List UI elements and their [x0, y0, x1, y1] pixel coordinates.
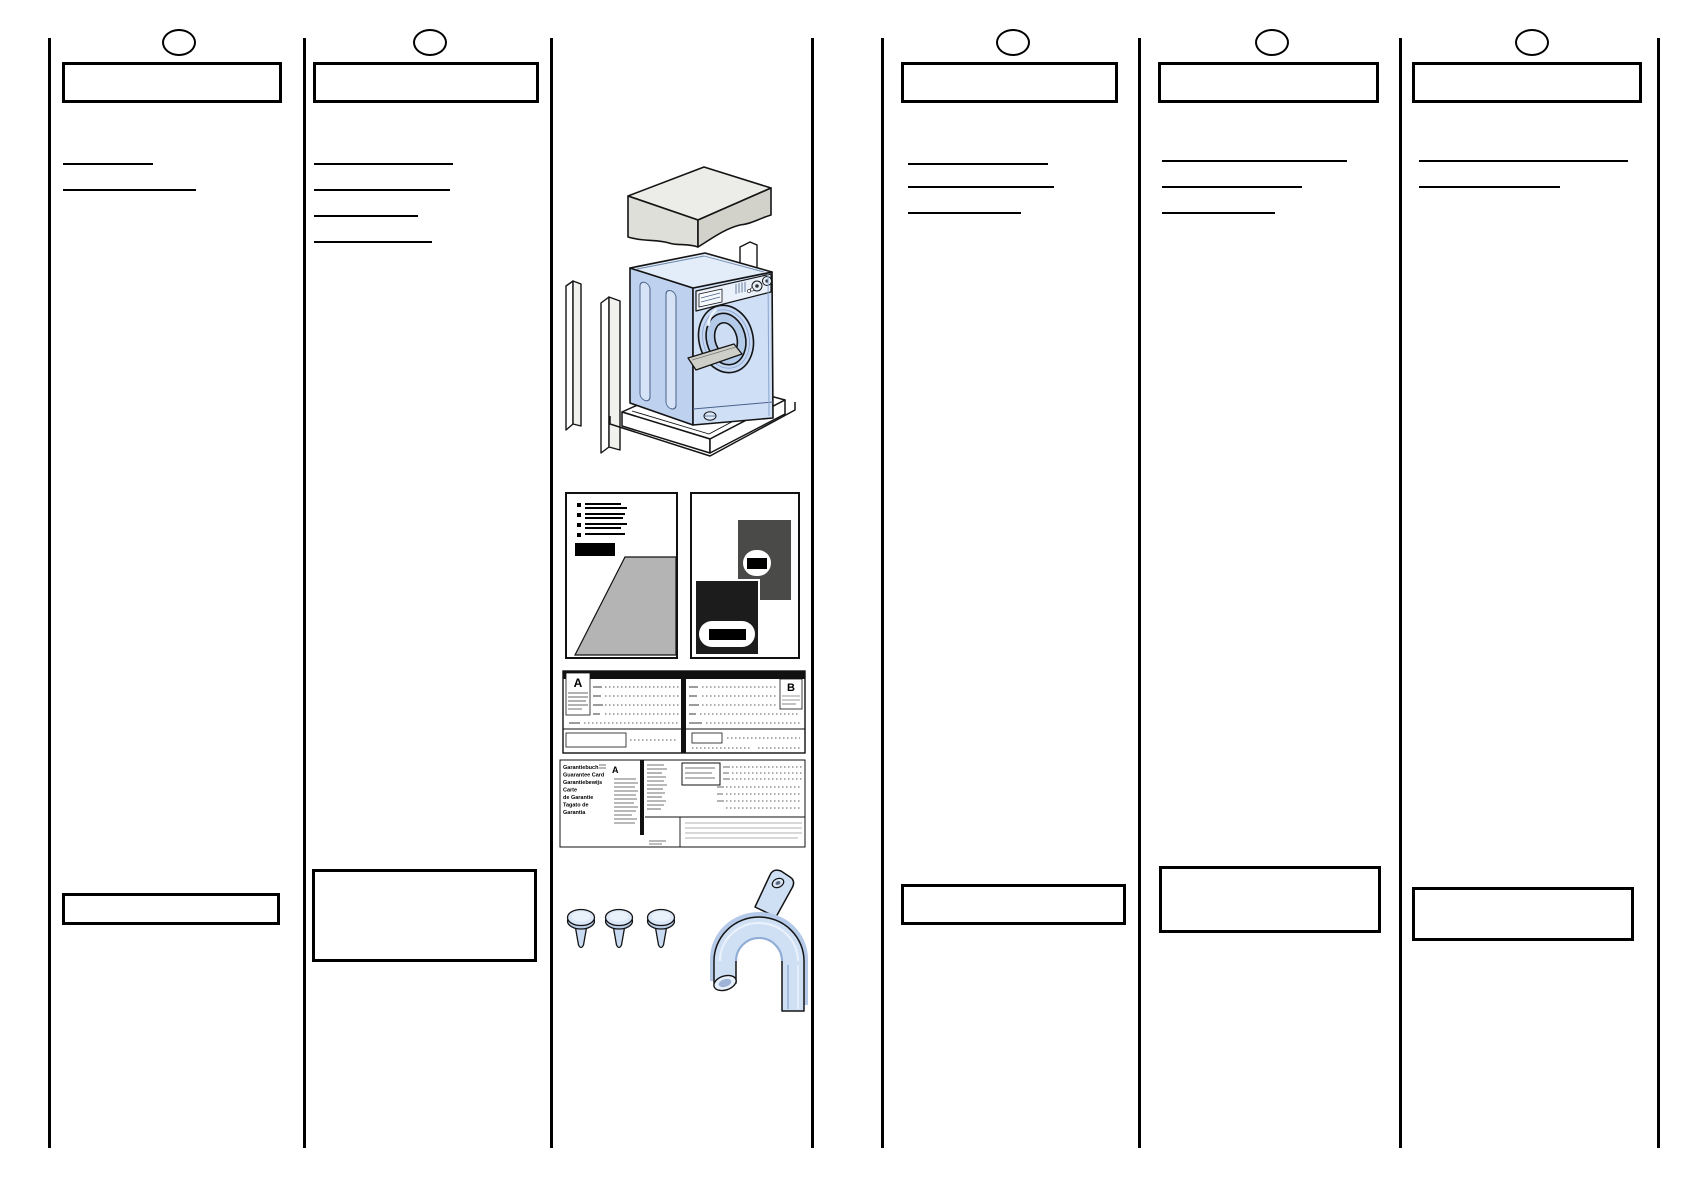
section-title-box	[62, 62, 282, 103]
note-box	[62, 893, 280, 925]
door-flap	[687, 343, 743, 371]
svg-text:Carte: Carte	[563, 788, 577, 794]
svg-text:Guarantee Card: Guarantee Card	[563, 773, 604, 779]
section-title-box	[1412, 62, 1642, 103]
booklet-label-pill	[699, 621, 755, 647]
washing-machine-packaging-svg	[565, 166, 796, 457]
column-divider	[303, 38, 306, 1148]
stripped-text-underline	[1419, 186, 1560, 188]
svg-text:Tagato de: Tagato de	[563, 803, 589, 809]
stripped-text-underline	[908, 163, 1048, 165]
stripped-text-underline	[1162, 212, 1275, 214]
accessory-parts-illustration	[552, 855, 813, 1020]
certificate-lower: Garantiebuch Guarantee Card Garantiebewi…	[559, 759, 806, 848]
certificate-upper: A B	[562, 670, 806, 754]
leaflet-black-label	[575, 543, 615, 556]
svg-text:de Garantie: de Garantie	[563, 795, 593, 801]
stripped-text-underline	[63, 189, 196, 191]
accessory-parts-svg	[566, 869, 808, 1012]
guarantee-form-svg: A B	[559, 670, 806, 848]
svg-text:Garantiebewijs: Garantiebewijs	[563, 780, 602, 786]
stripped-text-underline	[314, 241, 432, 243]
note-box	[312, 869, 537, 962]
section-title-box	[1158, 62, 1379, 103]
column-divider	[881, 38, 884, 1148]
form-section-a: A	[574, 676, 583, 690]
page-marker-oval	[413, 29, 447, 56]
stripped-text-underline	[63, 163, 153, 165]
svg-text:Garantia: Garantia	[563, 810, 586, 816]
note-box	[1412, 887, 1634, 941]
washing-machine	[629, 252, 774, 426]
warranty-booklets-box	[690, 492, 800, 659]
column-divider	[1138, 38, 1141, 1148]
form-section-b: B	[787, 682, 795, 694]
stripped-text-underline	[908, 186, 1054, 188]
stripped-text-underline	[314, 189, 450, 191]
washing-machine-packaging-illustration	[552, 150, 813, 460]
page-left-border	[48, 38, 51, 1148]
booklet-label-pill	[743, 550, 771, 576]
stripped-text-underline	[314, 215, 418, 217]
stripped-text-underline	[1162, 186, 1302, 188]
instruction-leaflet-box	[565, 492, 678, 659]
cap	[604, 908, 634, 949]
column-divider	[811, 38, 814, 1148]
stripped-text-underline	[1419, 160, 1628, 162]
stripped-text-underline	[314, 163, 453, 165]
guarantee-form-illustration: A B	[552, 665, 813, 855]
cap	[566, 908, 596, 949]
page-marker-oval	[162, 29, 196, 56]
corner-posts	[565, 280, 621, 454]
transit-hole-caps	[566, 908, 676, 949]
packaging-lid	[627, 166, 772, 248]
dark-gray-booklet	[738, 520, 791, 600]
section-title-box	[901, 62, 1118, 103]
leaflet-gray-sheet	[574, 556, 676, 656]
control-panel	[695, 273, 772, 312]
svg-text:Garantiebuch: Garantiebuch	[563, 765, 599, 771]
page-marker-oval	[1255, 29, 1289, 56]
black-booklet	[694, 579, 760, 656]
guarantee-titles: Garantiebuch Guarantee Card Garantiebewi…	[563, 765, 604, 816]
card-section-a: A	[612, 765, 619, 775]
page-marker-oval	[1515, 29, 1549, 56]
drain-hose-bracket	[710, 869, 808, 1012]
note-box	[1159, 866, 1381, 933]
page-right-border	[1657, 38, 1660, 1148]
section-title-box	[313, 62, 539, 103]
side-panel-grooves	[639, 281, 677, 410]
cap	[646, 908, 676, 949]
stripped-text-underline	[908, 212, 1021, 214]
column-divider	[1399, 38, 1402, 1148]
page-marker-oval	[996, 29, 1030, 56]
bracket-arch	[713, 916, 805, 1012]
bracket-mounting-tab	[754, 869, 795, 918]
note-box	[901, 884, 1126, 925]
column-divider	[550, 38, 553, 1148]
stripped-text-underline	[1162, 160, 1347, 162]
